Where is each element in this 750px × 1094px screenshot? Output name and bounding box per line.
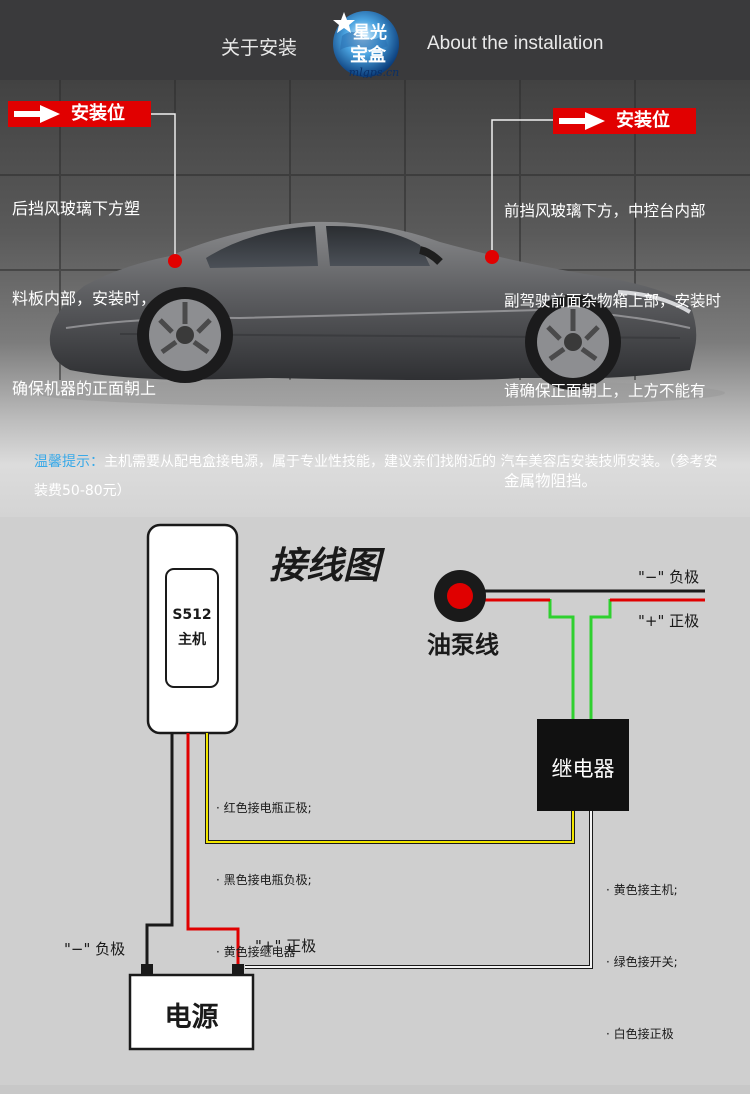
host-model: S512: [172, 607, 212, 623]
relay-label: 继电器: [551, 757, 615, 781]
relay-note: · 白色接正极: [606, 1027, 674, 1041]
diagram-title: 接线图: [269, 544, 380, 587]
relay-wire-notes: · 黄色接主机; · 绿色接开关; · 白色接正极: [606, 830, 678, 1094]
host-label: 主机: [178, 632, 206, 648]
right-install-label-text: 安装位: [616, 110, 670, 131]
relay-note: · 黄色接主机;: [606, 883, 678, 897]
left-desc-line: 后挡风玻璃下方塑: [12, 199, 141, 218]
arrow-right-icon: [8, 101, 68, 127]
header-title-en: About the installation: [427, 33, 604, 54]
negative-label-top: "−" 负极: [638, 568, 700, 586]
power-label: 电源: [164, 1002, 219, 1033]
right-install-label: 安装位: [553, 108, 696, 134]
logo-url: mlgps.cn: [349, 66, 399, 78]
callout-lines: [151, 113, 553, 268]
logo-text-1: 星光: [353, 22, 387, 43]
positive-label-bottom: "+" 正极: [255, 937, 317, 955]
arrow-right-icon: [553, 108, 613, 134]
left-install-point: [168, 254, 182, 268]
left-desc-line: 料板内部，安装时，: [12, 289, 157, 308]
host-unit: [146, 523, 239, 735]
wiring-lines: [128, 523, 705, 1051]
right-desc-line: 金属物阻挡。: [504, 472, 598, 490]
install-location-photo: 安装位 后挡风玻璃下方塑 料板内部，安装时， 确保机器的正面朝上 安装位 前挡风…: [0, 80, 750, 517]
car-image: [35, 221, 725, 407]
tip-text: 温馨提示：主机需要从配电盒接电源，属于专业性技能，建议亲们找附近的 汽车美容店安…: [34, 448, 724, 506]
right-install-point: [485, 250, 499, 264]
header-title-cn: 关于安装: [221, 37, 298, 59]
brand-logo: 星光 宝盒 mlgps.cn: [333, 11, 399, 78]
host-wire-notes: · 红色接电瓶正极; · 黑色接电瓶负极; · 黄色接继电器: [216, 748, 312, 1012]
left-install-desc: 后挡风玻璃下方塑 料板内部，安装时， 确保机器的正面朝上: [12, 134, 156, 464]
relay-note: · 绿色接开关;: [606, 955, 678, 969]
right-desc-line: 副驾驶前面杂物箱上部，安装时: [504, 292, 722, 310]
negative-label-bottom: "−" 负极: [64, 940, 126, 958]
fuel-pump-label: 油泵线: [427, 631, 499, 659]
host-note: · 黑色接电瓶负极;: [216, 873, 312, 887]
left-desc-line: 确保机器的正面朝上: [12, 379, 157, 398]
host-note: · 黄色接继电器: [216, 945, 296, 959]
left-install-label: 安装位: [8, 101, 151, 127]
header-bar: 关于安装 星光 宝盒 mlgps.cn About the installati…: [0, 0, 750, 80]
host-note: · 红色接电瓶正极;: [216, 801, 312, 815]
right-desc-line: 前挡风玻璃下方，中控台内部: [504, 202, 706, 220]
right-install-desc: 前挡风玻璃下方，中控台内部 副驾驶前面杂物箱上部，安装时 请确保正面朝上，上方不…: [504, 136, 721, 517]
relay-box: [537, 719, 629, 811]
wiring-diagram: 接线图 S512 主机 油泵线 "−" 负极 "+" 正极 继电器 · 红色接电…: [0, 517, 750, 1085]
logo-text-2: 宝盒: [350, 44, 387, 66]
tip-heading: 温馨提示：: [34, 454, 104, 470]
power-box: [128, 973, 255, 1051]
left-install-label-text: 安装位: [71, 103, 125, 124]
right-desc-line: 请确保正面朝上，上方不能有: [504, 382, 706, 400]
tip-body: 主机需要从配电盒接电源，属于专业性技能，建议亲们找附近的 汽车美容店安装技师安装…: [34, 454, 718, 499]
positive-label-top: "+" 正极: [638, 612, 700, 630]
